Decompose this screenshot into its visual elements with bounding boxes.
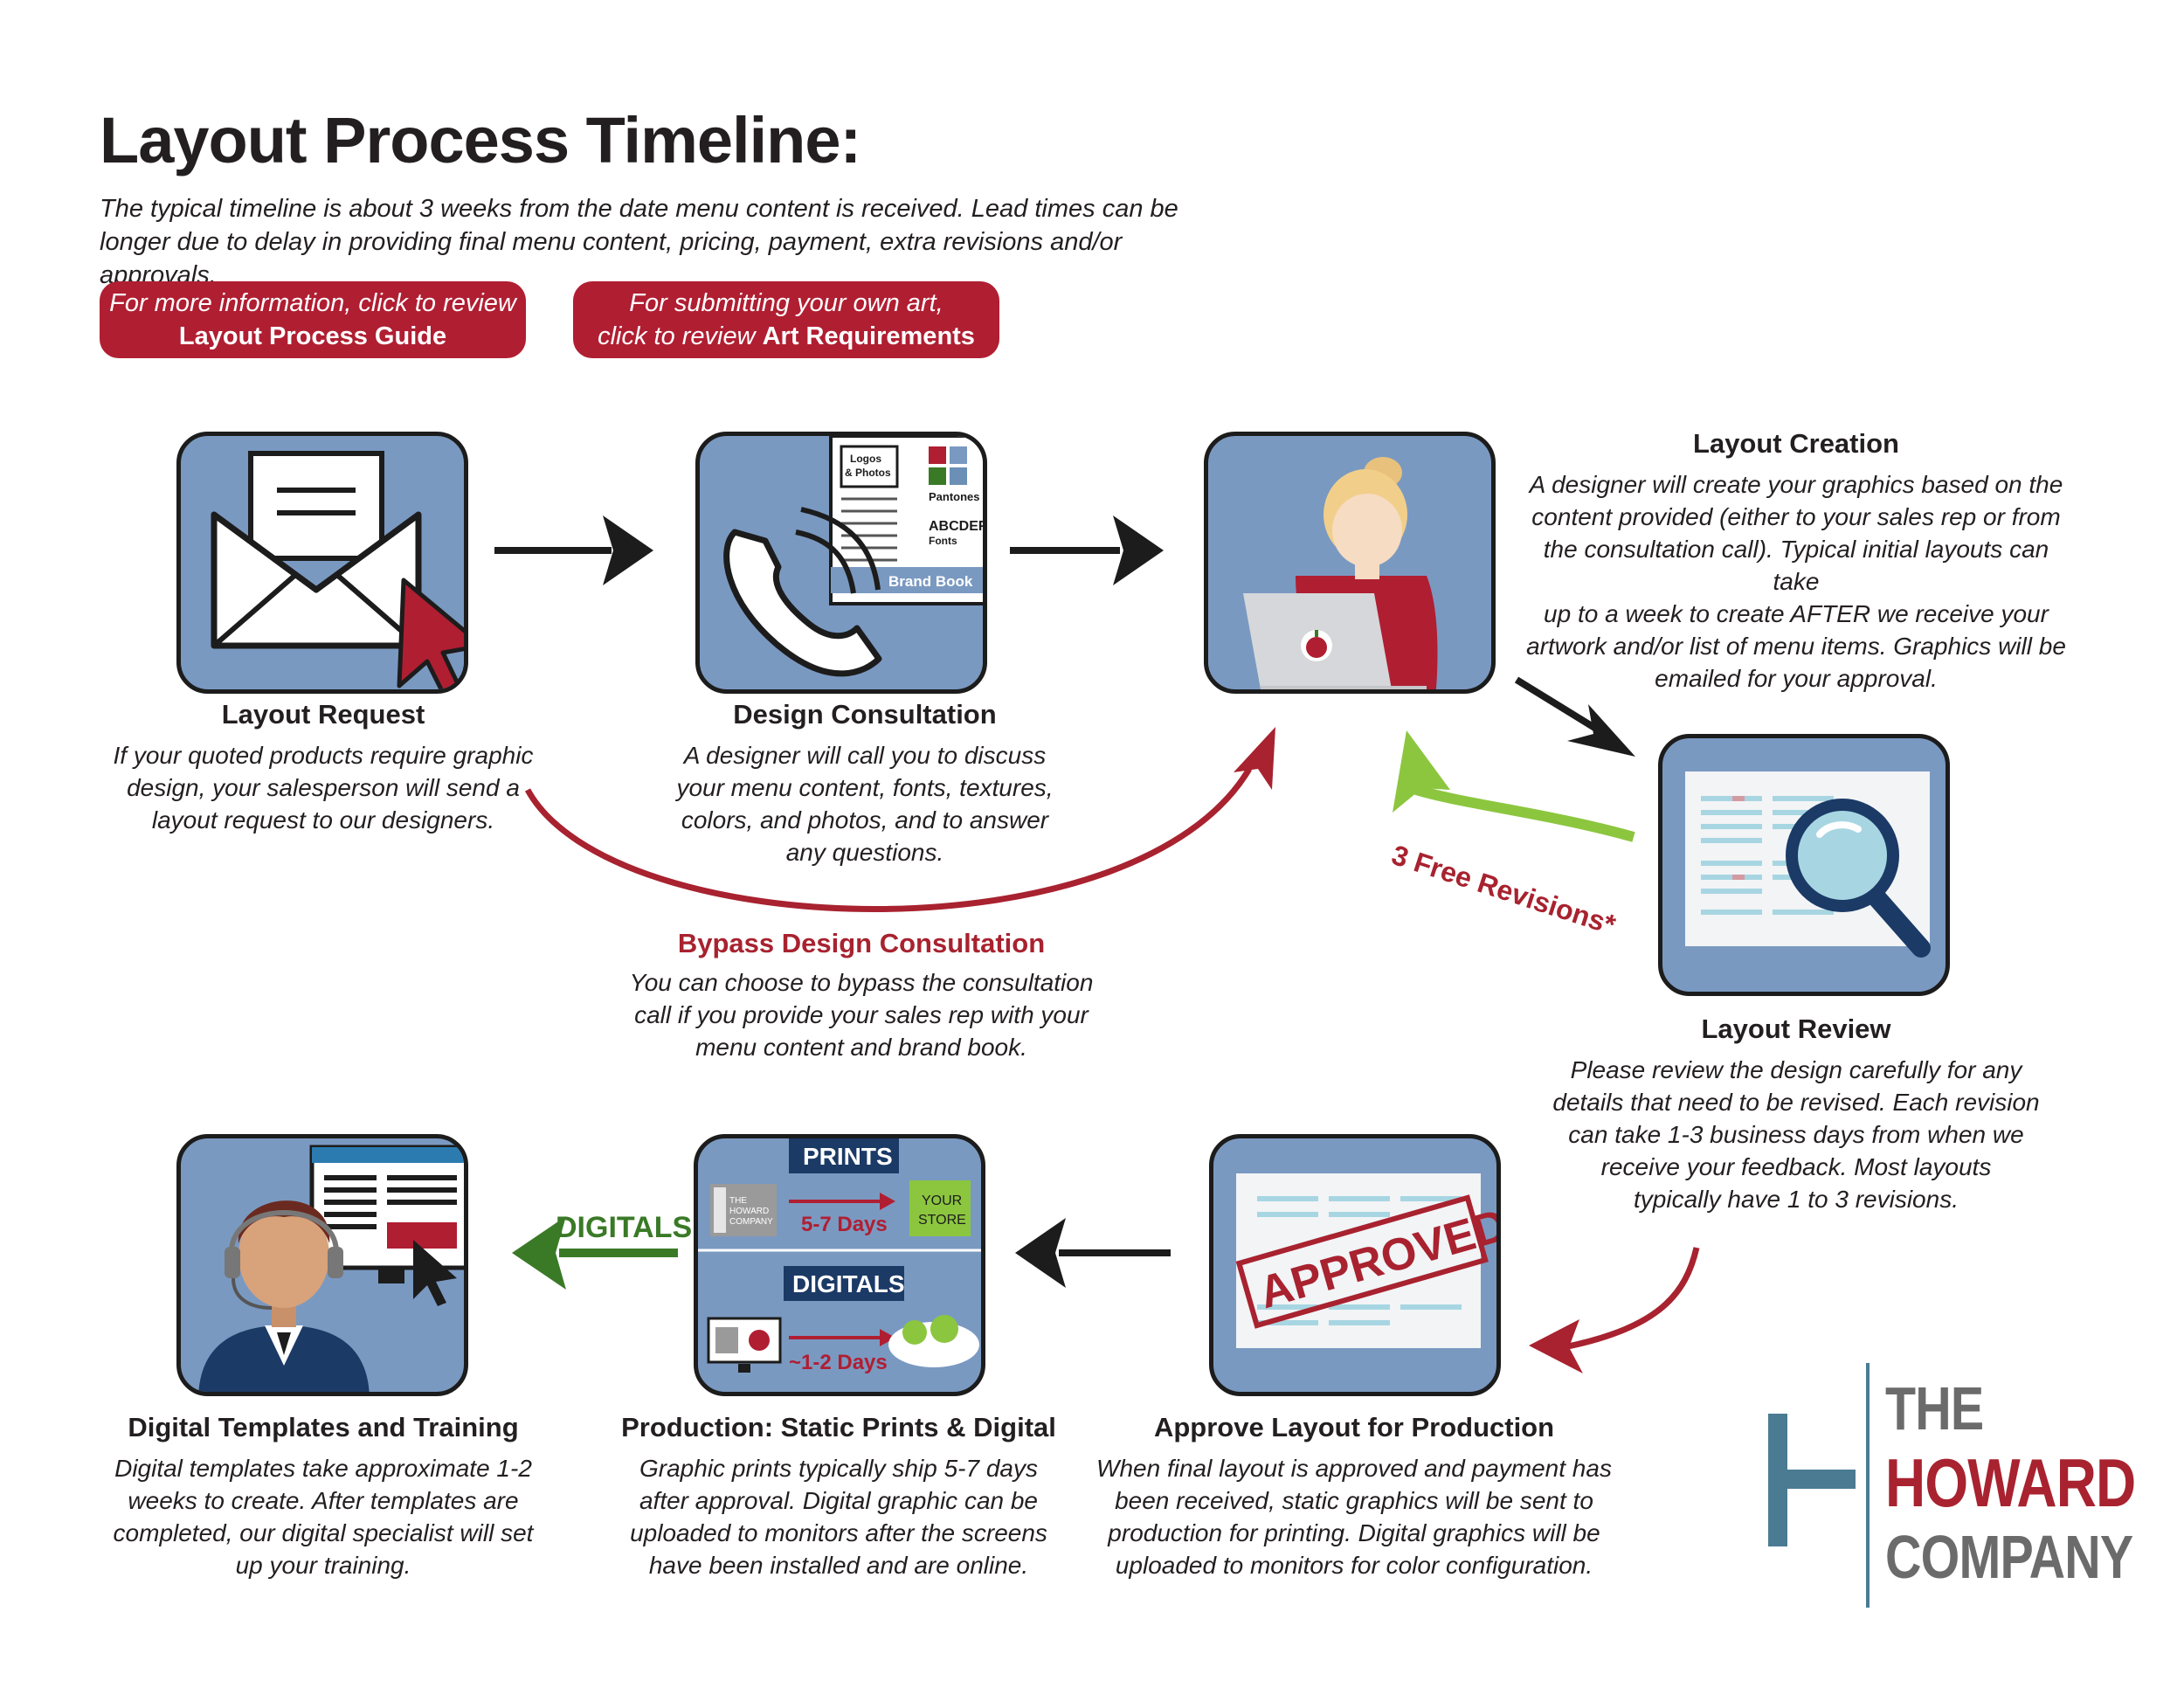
bypass-desc: You can choose to bypass the consultatio… <box>629 969 1094 1061</box>
arrow-review-to-approve <box>1529 1247 1700 1373</box>
layout-request-desc: If your quoted products require graphic … <box>113 742 534 834</box>
digitals-label: DIGITALS <box>792 1270 905 1297</box>
approve-layout-tile: APPROVED <box>1209 1134 1501 1396</box>
intro-text: The typical timeline is about 3 weeks fr… <box>100 195 1178 289</box>
training-title: Digital Templates and Training <box>128 1412 519 1442</box>
design-consultation-desc: A designer will call you to discuss your… <box>676 742 1054 866</box>
digitals-time: ~1-2 Days <box>789 1351 888 1374</box>
approve-layout-desc: When final layout is approved and paymen… <box>1096 1455 1612 1579</box>
svg-text:YOUR: YOUR <box>922 1193 962 1208</box>
svg-text:COMPANY: COMPANY <box>729 1217 773 1227</box>
arrow-revisions <box>1393 730 1635 842</box>
design-consultation-title: Design Consultation <box>733 699 997 730</box>
arrow-creation-to-review <box>1514 676 1635 757</box>
digitals-section: DIGITALS ~1-2 Days <box>707 1266 979 1374</box>
layout-creation-desc: A designer will create your graphics bas… <box>1526 471 2066 692</box>
layout-review-desc: Please review the design carefully for a… <box>1552 1056 2040 1213</box>
digitals-arrow-label: DIGITALS <box>556 1211 693 1244</box>
support-agent-icon <box>198 1200 370 1392</box>
production-tile: PRINTS THE HOWARD COMPANY 5-7 Days YOUR … <box>694 1134 985 1396</box>
arrow-bypass-consultation <box>524 727 1275 912</box>
fonts-label: Fonts <box>929 535 957 547</box>
prints-section: PRINTS THE HOWARD COMPANY 5-7 Days YOUR … <box>710 1138 971 1236</box>
cloud-gears-icon <box>888 1315 979 1367</box>
svg-text:THE: THE <box>729 1196 747 1206</box>
art-requirements-link[interactable]: For submitting your own art, click to re… <box>573 281 999 358</box>
arrow-consultation-to-creation <box>1010 515 1164 585</box>
howard-box-icon: THE HOWARD COMPANY <box>710 1184 777 1236</box>
logo-howard: HOWARD <box>1885 1444 2136 1521</box>
logo-company: COMPANY <box>1885 1523 2133 1591</box>
production-desc: Graphic prints typically ship 5-7 days a… <box>630 1455 1047 1579</box>
arrow-approve-to-production <box>1015 1218 1171 1288</box>
cursor-icon <box>413 1240 457 1306</box>
prints-label: PRINTS <box>803 1143 893 1170</box>
photos-label: & Photos <box>845 467 891 479</box>
design-consultation-tile: Logos & Photos Pantones ABCDEF Fonts Bra… <box>695 432 987 694</box>
monitor-icon <box>707 1317 782 1373</box>
fonts-sample: ABCDEF <box>929 519 987 534</box>
production-title: Production: Static Prints & Digital <box>621 1412 1056 1442</box>
phone-icon <box>723 507 882 677</box>
arrow-request-to-consultation <box>494 515 653 585</box>
bypass-title: Bypass Design Consultation <box>677 928 1046 958</box>
logo-mark-icon <box>1768 1363 1870 1608</box>
layout-process-guide-link[interactable]: For more information, click to review La… <box>100 281 526 358</box>
magnifier-icon <box>1786 799 1931 958</box>
layout-request-tile <box>176 432 468 694</box>
training-tile <box>176 1134 468 1396</box>
brand-book-icon: Logos & Photos Pantones ABCDEF Fonts Bra… <box>829 436 987 605</box>
layout-review-title: Layout Review <box>1701 1013 1891 1044</box>
store-icon: YOUR STORE <box>909 1180 971 1236</box>
approve-layout-title: Approve Layout for Production <box>1153 1412 1555 1442</box>
pantones-label: Pantones <box>929 490 980 503</box>
layout-creation-title: Layout Creation <box>1693 428 1899 459</box>
layout-review-tile <box>1658 734 1950 996</box>
page-title: Layout Process Timeline: <box>100 104 861 176</box>
logos-label: Logos <box>850 453 881 465</box>
laptop-icon <box>1243 593 1427 689</box>
envelope-icon <box>211 451 422 649</box>
arrow-production-to-training <box>512 1216 678 1290</box>
logo-the: THE <box>1885 1374 1984 1442</box>
monitor-icon <box>309 1145 464 1283</box>
cursor-icon <box>397 578 464 689</box>
svg-text:HOWARD: HOWARD <box>729 1207 769 1216</box>
brand-book-label: Brand Book <box>888 573 973 590</box>
training-desc: Digital templates take approximate 1-2 w… <box>113 1455 534 1579</box>
layout-request-title: Layout Request <box>221 699 425 730</box>
howard-company-logo: THE HOWARD COMPANY <box>1765 1363 2136 1616</box>
layout-creation-tile <box>1204 432 1496 694</box>
prints-time: 5-7 Days <box>801 1213 888 1236</box>
svg-text:STORE: STORE <box>918 1213 966 1228</box>
